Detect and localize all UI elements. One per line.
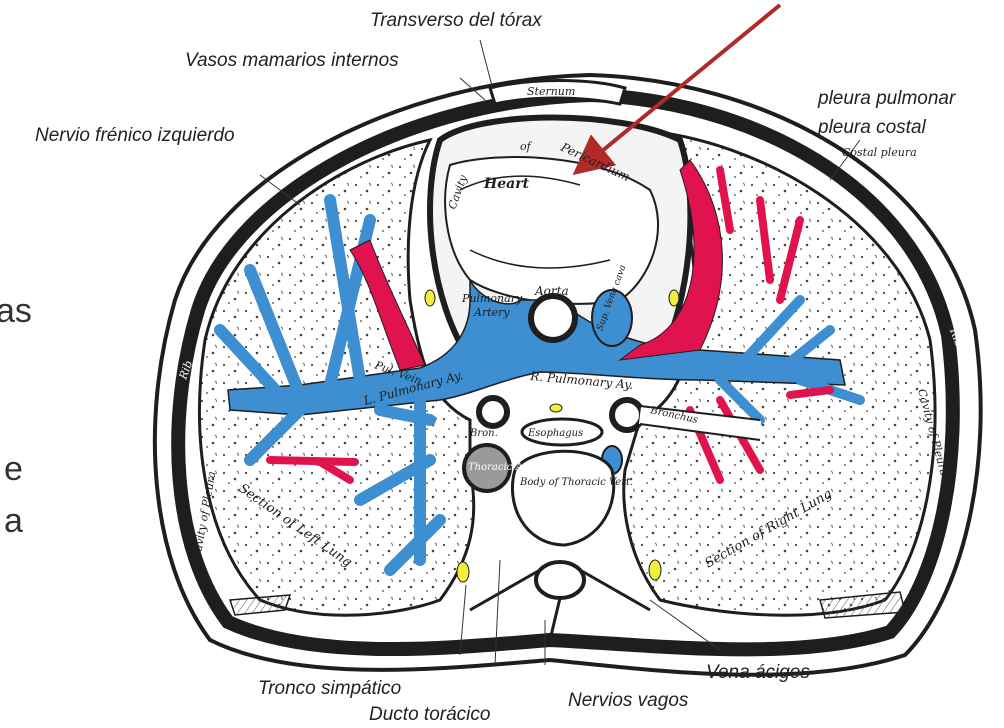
label-ducto: Ducto torácico <box>369 704 490 726</box>
label-pleura-costal: pleura costal <box>818 117 926 139</box>
spinal-canal <box>536 562 584 598</box>
sternum-label: Sternum <box>527 85 575 98</box>
phrenic-nerve-right <box>669 290 679 306</box>
label-nervios-vagos: Nervios vagos <box>568 690 688 712</box>
body-vert-label: Body of Thoracic Vert. <box>519 477 633 488</box>
sympathetic-trunk-right <box>649 560 661 580</box>
right-bronchus <box>612 400 642 430</box>
bron-label: Bron. <box>469 428 498 439</box>
vagus-nerve <box>550 404 562 412</box>
label-tronco: Tronco simpático <box>258 678 401 700</box>
label-nervio-frenico: Nervio frénico izquierdo <box>35 125 235 147</box>
pulmonary-artery-label-2: Artery <box>473 306 510 319</box>
phrenic-nerve-left <box>425 290 435 306</box>
label-pleura-pulmonar: pleura pulmonar <box>818 88 955 110</box>
left-bronchus <box>479 398 507 426</box>
thoracic-aorta-label: Thoracic Aorta <box>468 462 543 473</box>
aorta-label: Aorta <box>534 284 569 298</box>
pulmonary-artery-label-1: Pulmonary <box>461 292 523 305</box>
aorta <box>531 296 575 340</box>
label-vena-acigos: Vena ácigos <box>706 662 810 684</box>
sympathetic-trunk-left <box>457 562 469 582</box>
label-vasos: Vasos mamarios internos <box>185 50 399 72</box>
label-transverso: Transverso del tórax <box>370 10 542 32</box>
costal-pleura-label: Costal pleura <box>842 146 917 159</box>
esophagus-label: Esophagus <box>527 428 583 439</box>
heart-label: Heart <box>483 176 530 192</box>
